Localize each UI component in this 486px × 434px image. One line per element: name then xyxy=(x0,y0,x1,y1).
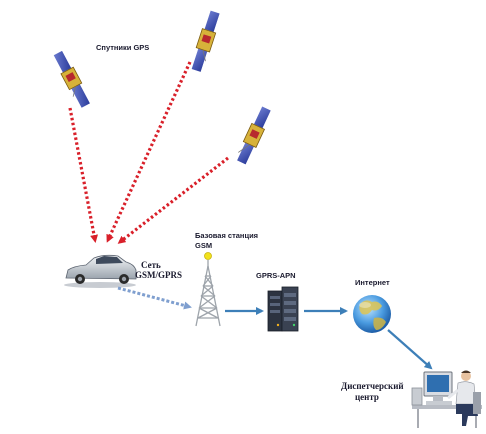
dispatch-center-label: Диспетчерский центр xyxy=(341,381,404,403)
gps-signal-arrows xyxy=(68,61,229,244)
gps-satellites-label: Спутники GPS xyxy=(96,43,150,52)
base-station-label-line2: GSM xyxy=(195,241,213,250)
network-label-line1: Сеть xyxy=(141,260,161,270)
server-rack-icon xyxy=(267,286,299,332)
network-label: Сеть GSM/GPRS xyxy=(135,260,182,280)
car-icon xyxy=(64,254,137,288)
gprs-apn-label: GPRS-APN xyxy=(256,271,296,280)
satellite-icon xyxy=(236,105,272,166)
gps-signal-arrow-2 xyxy=(106,61,192,243)
cell-tower-icon xyxy=(195,252,221,327)
satellite-icon xyxy=(52,50,91,109)
gps-signal-arrow-3 xyxy=(117,156,229,244)
operator-workstation-icon xyxy=(411,370,482,428)
dispatch-center-label-line1: Диспетчерский xyxy=(341,381,404,391)
globe-icon xyxy=(353,295,391,333)
car-to-tower-link xyxy=(117,286,192,310)
gps-signal-arrow-1 xyxy=(68,107,98,243)
dispatch-center-label-line2: центр xyxy=(355,392,379,402)
internet-label: Интернет xyxy=(355,278,390,287)
internet-to-dispatch-link xyxy=(387,329,433,370)
satellite-icon xyxy=(190,9,221,73)
base-station-label-line1: Базовая станция xyxy=(195,231,259,240)
base-station-label: Базовая станция GSM xyxy=(195,231,258,251)
network-label-line2: GSM/GPRS xyxy=(135,270,183,280)
